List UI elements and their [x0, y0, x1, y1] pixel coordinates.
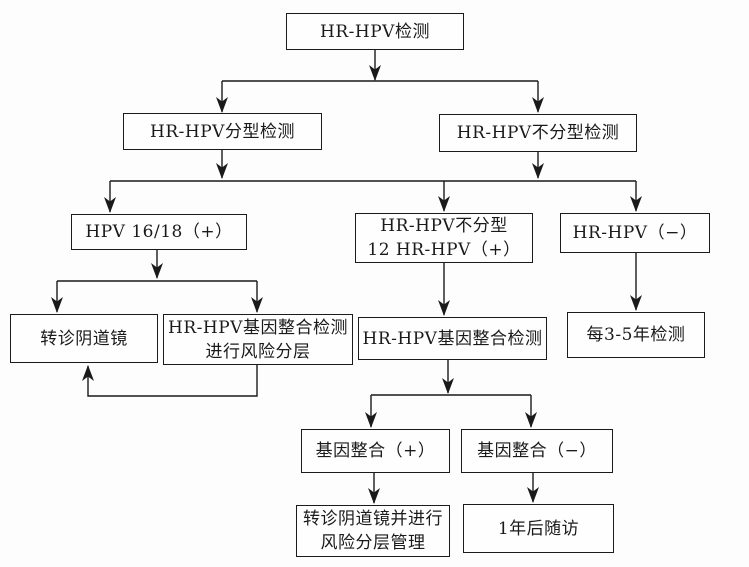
node-typed-label: HR-HPV分型检测: [150, 121, 295, 142]
node-root: HR-HPV检测: [286, 13, 464, 50]
node-integration-risk-line1: HR-HPV基因整合检测: [168, 317, 348, 338]
node-integration-pos: 基因整合（+）: [301, 429, 450, 473]
node-untyped: HR-HPV不分型检测: [439, 114, 637, 152]
node-integration-test-label: HR-HPV基因整合检测: [362, 328, 543, 349]
node-colposcopy-manage: 转诊阴道镜并进行 风险分层管理: [296, 505, 450, 557]
node-untyped-12-pos: HR-HPV不分型 12 HR-HPV（+）: [355, 213, 533, 263]
node-followup-1y: 1年后随访: [463, 504, 614, 553]
node-followup-1y-label: 1年后随访: [497, 518, 580, 539]
node-integration-neg-label: 基因整合（−）: [477, 441, 597, 461]
node-integration-risk: HR-HPV基因整合检测 进行风险分层: [163, 314, 353, 365]
node-integration-risk-line2: 进行风险分层: [205, 341, 311, 362]
node-root-label: HR-HPV检测: [320, 21, 430, 42]
node-retest-3-5y-label: 每3-5年检测: [586, 325, 686, 345]
node-colposcopy-label: 转诊阴道镜: [40, 328, 128, 349]
node-colposcopy-manage-line1: 转诊阴道镜并进行: [303, 509, 443, 529]
node-integration-neg: 基因整合（−）: [461, 429, 613, 473]
node-typed: HR-HPV分型检测: [123, 113, 322, 150]
node-hpv-16-18-pos-label: HPV 16/18（+）: [85, 222, 233, 242]
node-hpv-neg: HR-HPV（−）: [560, 213, 710, 253]
node-untyped-12-pos-line1: HR-HPV不分型: [380, 216, 508, 236]
node-retest-3-5y: 每3-5年检测: [567, 312, 705, 358]
node-untyped-12-pos-line2: 12 HR-HPV（+）: [367, 240, 521, 260]
node-hpv-neg-label: HR-HPV（−）: [572, 223, 698, 243]
connector-group: [51, 50, 642, 504]
node-colposcopy: 转诊阴道镜: [10, 314, 158, 363]
node-integration-test: HR-HPV基因整合检测: [358, 317, 547, 360]
node-hpv-16-18-pos: HPV 16/18（+）: [71, 214, 247, 250]
edge-integration-risk-to-colposcopy-loop: [82, 365, 258, 397]
node-colposcopy-manage-line2: 风险分层管理: [320, 533, 426, 553]
node-integration-pos-label: 基因整合（+）: [315, 441, 436, 461]
node-untyped-label: HR-HPV不分型检测: [456, 123, 620, 143]
